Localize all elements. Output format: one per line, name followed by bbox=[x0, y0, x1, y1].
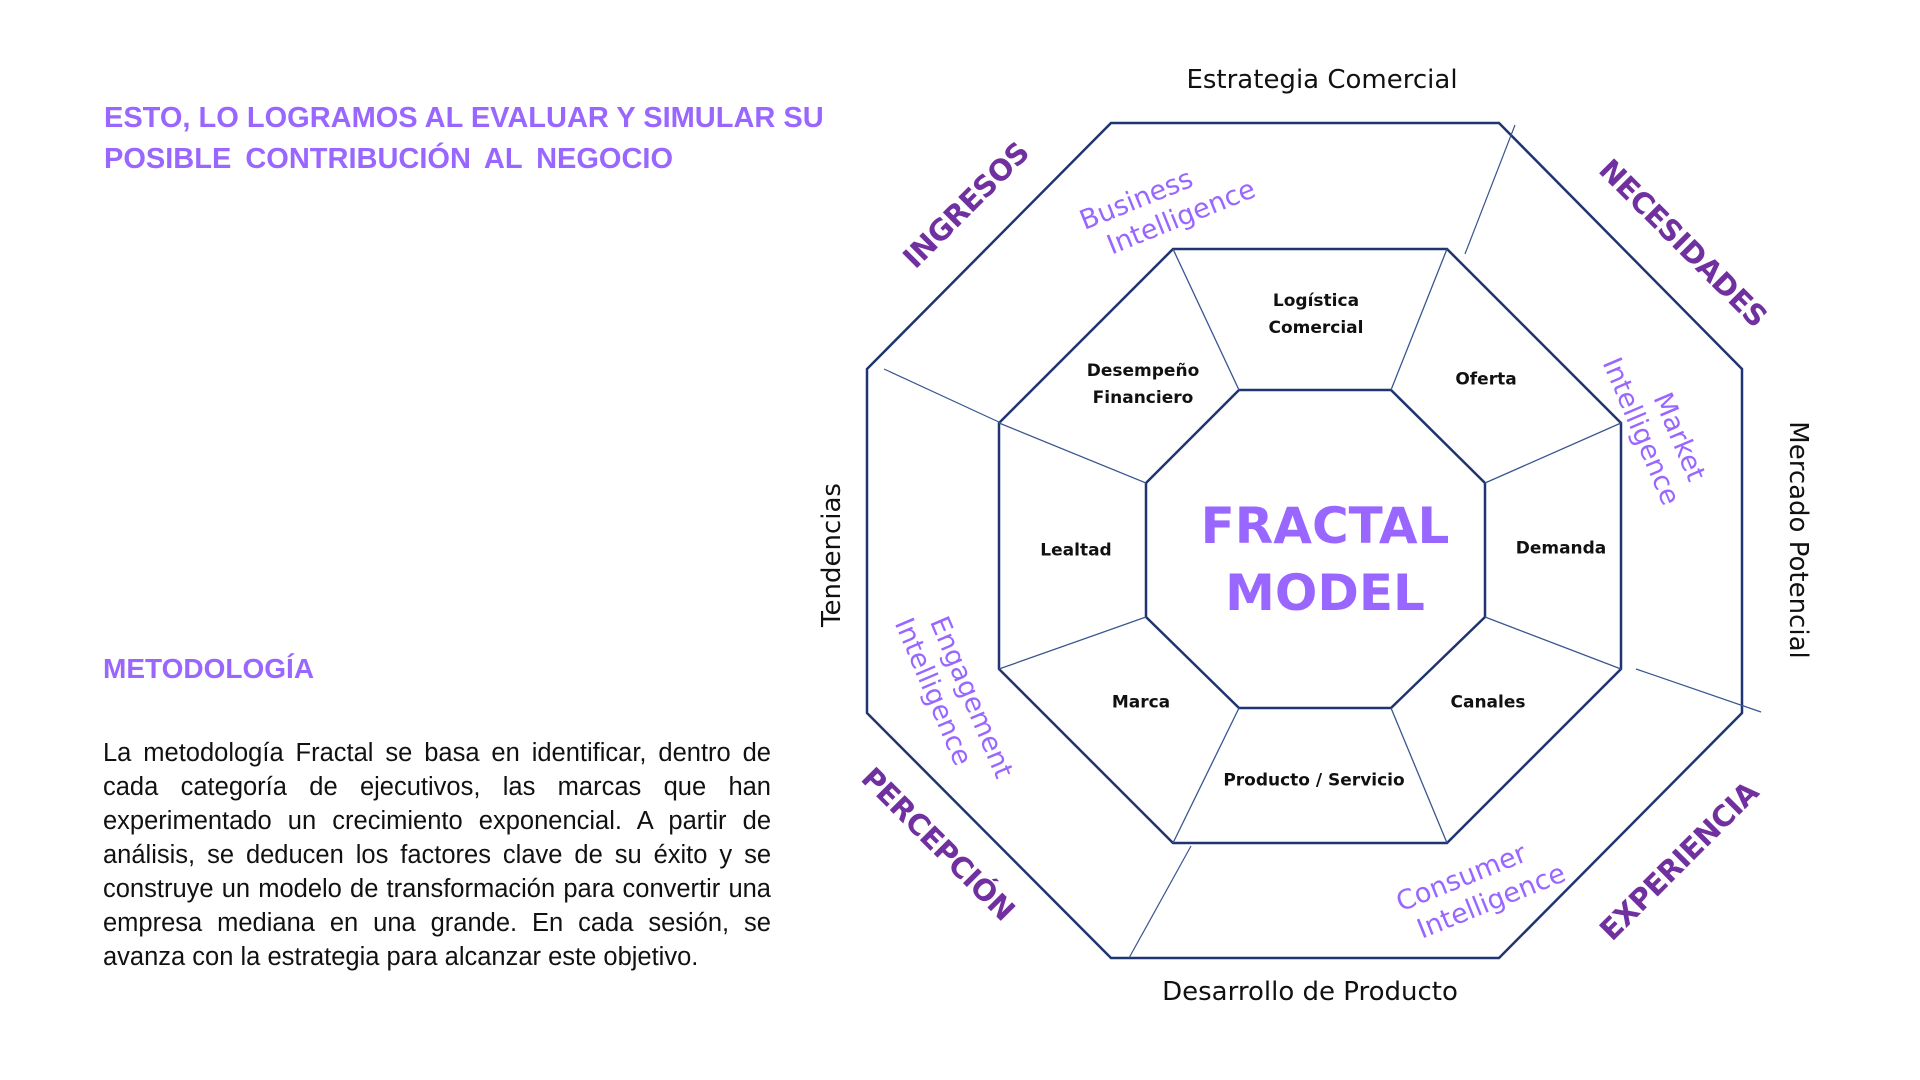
quadrant-separators bbox=[883, 124, 1762, 959]
axis-desarrollo-producto: Desarrollo de Producto bbox=[1162, 977, 1458, 1007]
outer-octagon bbox=[865, 121, 1744, 960]
segment-label: Financiero bbox=[1092, 388, 1194, 408]
segment-dividers bbox=[998, 248, 1622, 844]
segment-marca: Marca bbox=[1111, 692, 1171, 713]
axis-mercado-potencial: Mercado Potencial bbox=[1783, 421, 1813, 659]
segment-demanda: Demanda bbox=[1515, 538, 1607, 559]
segment-logistica-comercial: Logística Comercial bbox=[1269, 288, 1364, 342]
page-heading: ESTO, LO LOGRAMOS AL EVALUAR Y SIMULAR S… bbox=[104, 98, 944, 180]
segment-label: Comercial bbox=[1268, 318, 1364, 338]
methodology-title: METODOLOGÍA bbox=[103, 653, 315, 684]
center-title-line-2: MODEL bbox=[1225, 564, 1425, 622]
center-title-line-1: FRACTAL bbox=[1200, 497, 1450, 555]
axis-estrategia-comercial: Estrategia Comercial bbox=[1186, 65, 1458, 95]
methodology-body: La metodología Fractal se basa en identi… bbox=[103, 739, 771, 971]
fractal-model-title: FRACTAL MODEL bbox=[1201, 493, 1450, 627]
segment-label: Logística bbox=[1272, 291, 1360, 311]
heading-line-2: POSIBLE CONTRIBUCIÓN AL NEGOCIO bbox=[104, 143, 674, 175]
segment-label: Desempeño bbox=[1086, 361, 1200, 381]
segment-producto-servicio: Producto / Servicio bbox=[1223, 770, 1405, 791]
segment-canales: Canales bbox=[1450, 692, 1526, 713]
axis-tendencias: Tendencias bbox=[817, 483, 847, 627]
segment-lealtad: Lealtad bbox=[1040, 540, 1112, 561]
heading-line-1: ESTO, LO LOGRAMOS AL EVALUAR Y SIMULAR S… bbox=[104, 102, 824, 134]
segment-desempeno-financiero: Desempeño Financiero bbox=[1087, 358, 1199, 412]
segment-oferta: Oferta bbox=[1455, 369, 1517, 390]
